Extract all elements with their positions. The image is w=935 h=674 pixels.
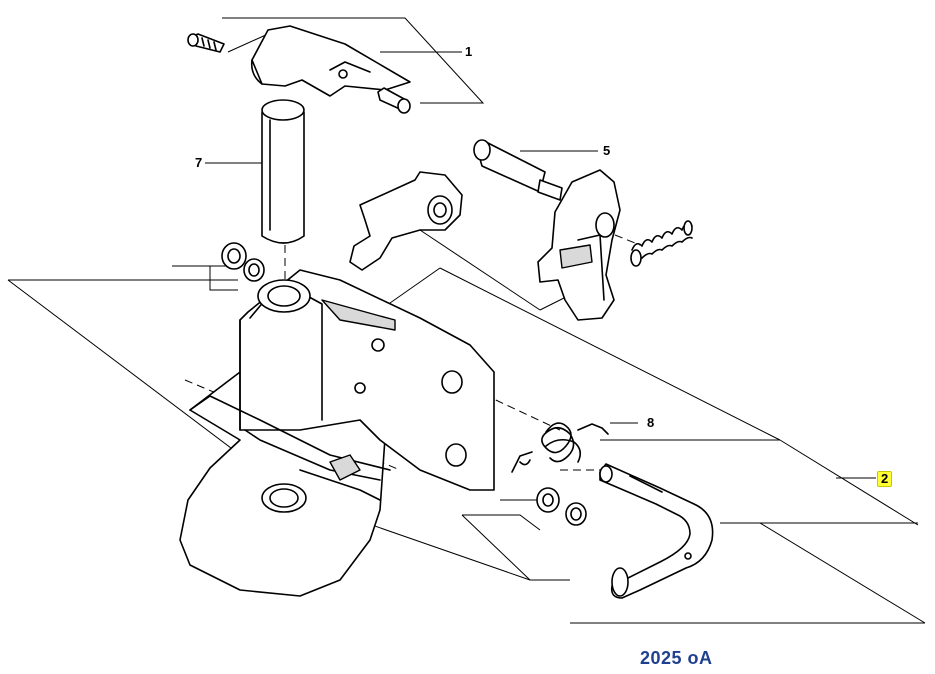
washer-set-left (221, 242, 265, 282)
pin-part-7 (261, 99, 305, 244)
callout-7-label: 7 (195, 155, 203, 170)
handle-part-2 (599, 463, 714, 599)
callout-5-label: 5 (603, 143, 611, 158)
washer-set-lower (536, 487, 587, 526)
top-cover-part-1 (250, 25, 411, 97)
callout-8-label: 8 (647, 415, 655, 430)
callout-2-label[interactable]: 2 (877, 471, 893, 487)
shaft-part-5 (473, 139, 563, 201)
bolt-upper-left (187, 33, 225, 53)
bolt-lower (377, 87, 411, 114)
callout-1-label: 1 (465, 44, 473, 59)
lever-plate (349, 171, 463, 271)
drawing-code: 2025 oA (640, 648, 713, 668)
compression-spring (630, 220, 693, 267)
torsion-spring-part-8 (511, 422, 609, 473)
latch-jaw (537, 169, 621, 321)
coupling-housing (179, 269, 495, 597)
leader-lines (7, 17, 926, 624)
